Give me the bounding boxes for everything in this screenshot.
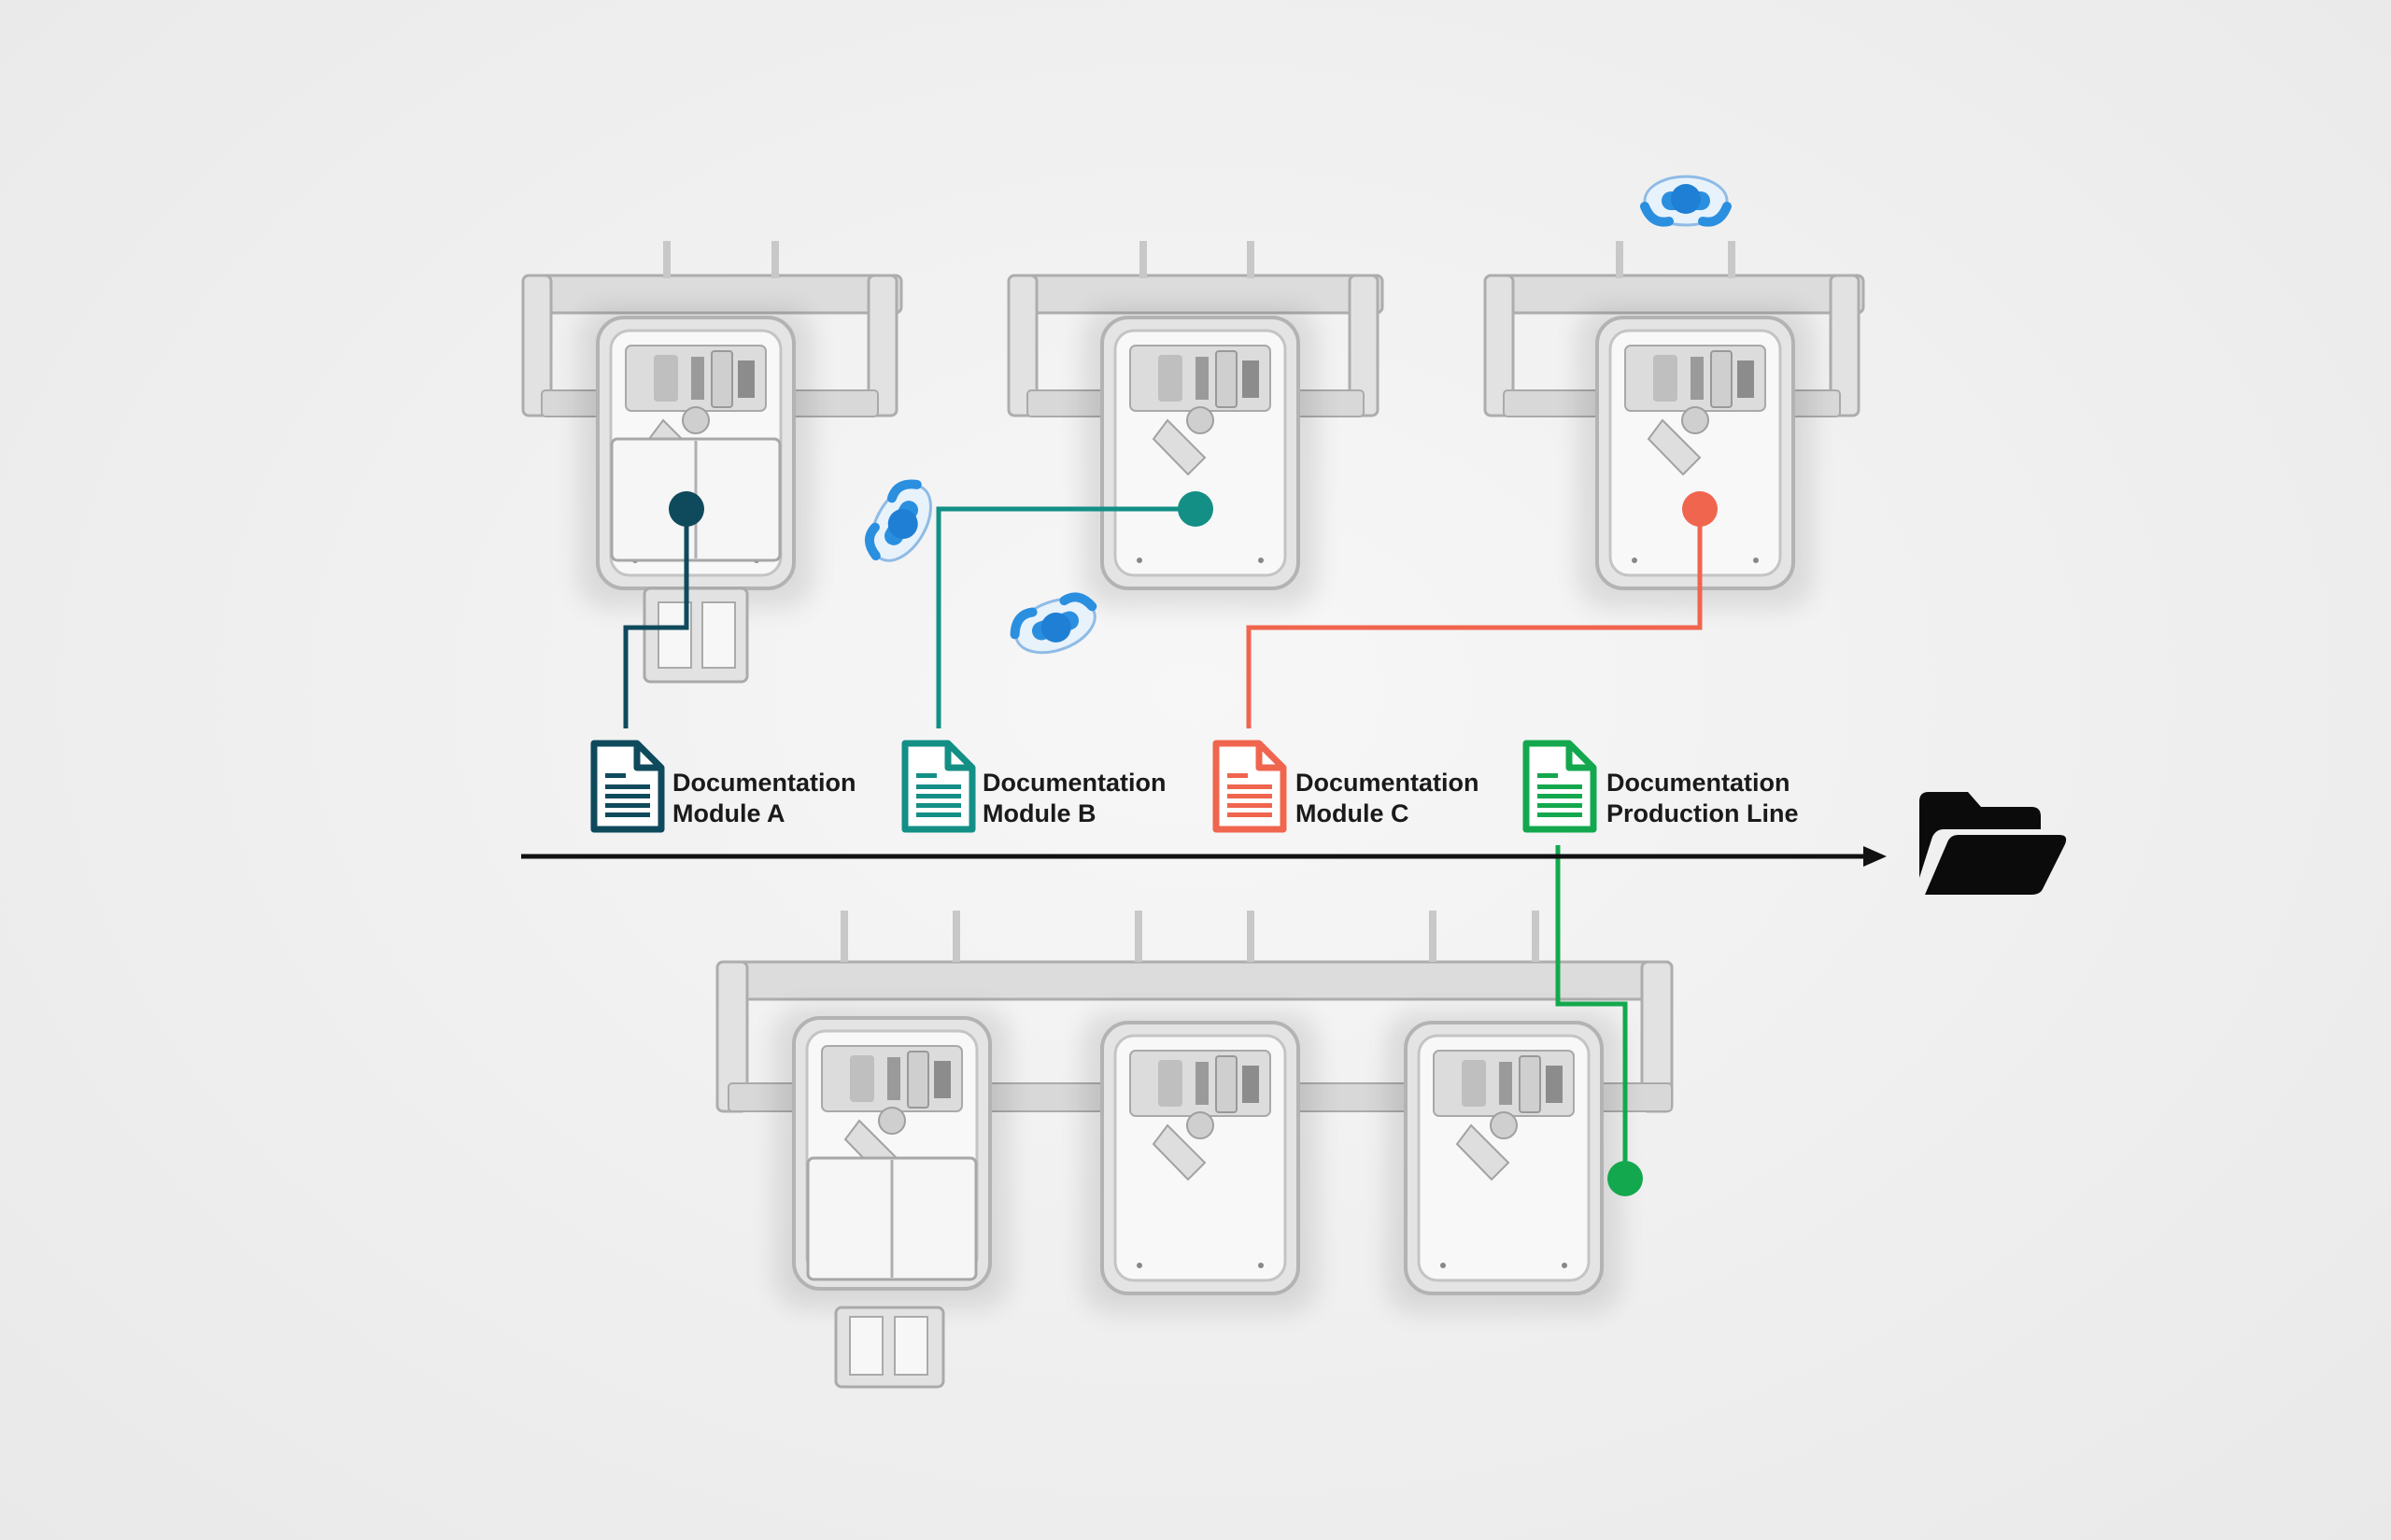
- operator-icon: [859, 475, 942, 571]
- doc-label-module-c: Documentation Module C: [1295, 768, 1479, 829]
- document-icon: [590, 740, 665, 833]
- doc-label-line2: Module C: [1295, 799, 1409, 827]
- production-line-station: [715, 911, 1674, 1389]
- document-icon: [1522, 740, 1597, 833]
- node-module-a: [669, 491, 704, 527]
- doc-label-line2: Module A: [672, 799, 785, 827]
- operator-icon: [1645, 177, 1727, 225]
- doc-label-production-line: Documentation Production Line: [1606, 768, 1799, 829]
- connector-module-c: [1246, 509, 1703, 728]
- document-icon: [1212, 740, 1287, 833]
- module-a-station: [521, 241, 903, 684]
- connector-production-line: [1555, 845, 1628, 1179]
- module-b-station: [1007, 241, 1384, 607]
- module-c-station: [1483, 241, 1865, 607]
- connector-module-b: [936, 506, 1196, 728]
- doc-label-module-a: Documentation Module A: [672, 768, 856, 829]
- doc-label-line1: Documentation: [672, 769, 856, 797]
- document-icon: [901, 740, 976, 833]
- folder-icon: [1919, 792, 2067, 895]
- doc-label-line1: Documentation: [1606, 769, 1790, 797]
- connector-module-a: [623, 509, 689, 728]
- doc-label-line2: Module B: [983, 799, 1096, 827]
- doc-label-line2: Production Line: [1606, 799, 1799, 827]
- doc-label-line1: Documentation: [983, 769, 1167, 797]
- node-module-b: [1178, 491, 1213, 527]
- doc-label-module-b: Documentation Module B: [983, 768, 1167, 829]
- timeline-arrow: [521, 846, 1887, 867]
- operator-icon: [1009, 589, 1102, 663]
- node-production-line: [1607, 1161, 1643, 1196]
- doc-label-line1: Documentation: [1295, 769, 1479, 797]
- node-module-c: [1682, 491, 1718, 527]
